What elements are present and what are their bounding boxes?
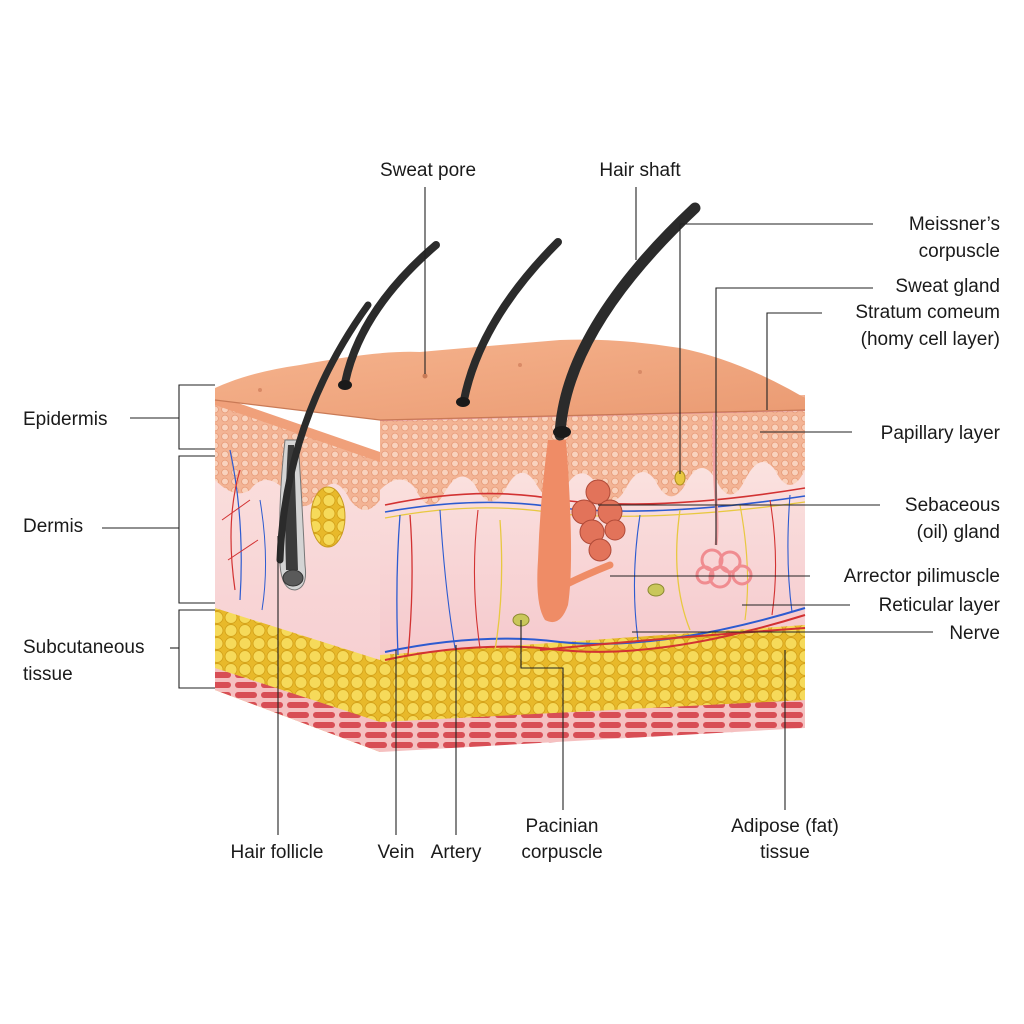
front-face (379, 384, 806, 752)
sebaceous-gland (571, 479, 626, 562)
side-fat-lobule (310, 486, 346, 548)
hair-2 (341, 241, 440, 387)
label-pacinian-1: Pacinian (526, 816, 599, 837)
sweat-pore (422, 373, 428, 379)
hairs (276, 202, 701, 564)
label-sweat-gland: Sweat gland (895, 276, 1000, 297)
hair-shaft-main (554, 202, 701, 441)
label-stratum-2: (homy cell layer) (861, 329, 1000, 350)
label-artery: Artery (431, 842, 482, 863)
label-sebaceous-2: (oil) gland (917, 522, 1000, 543)
arrector-muscle (561, 561, 614, 589)
hair-1 (276, 301, 372, 564)
label-adipose-2: tissue (760, 842, 810, 863)
label-subcutaneous-2: tissue (23, 664, 73, 685)
label-subcutaneous-1: Subcutaneous (23, 637, 145, 658)
leader-lines (102, 187, 933, 835)
label-epidermis: Epidermis (23, 409, 107, 430)
label-nerve: Nerve (949, 623, 1000, 644)
stratum-corneum-top (215, 339, 805, 420)
fat-front (380, 625, 805, 725)
label-arrector: Arrector pilimuscle (844, 566, 1000, 587)
hair-follicle-front (537, 440, 572, 623)
label-meissner-1: Meissner’s (909, 214, 1000, 235)
side-face (215, 395, 380, 752)
top-face (214, 339, 806, 421)
sweat-gland-coil (695, 548, 753, 589)
label-papillary: Papillary layer (881, 423, 1001, 444)
label-vein: Vein (378, 842, 415, 863)
label-stratum-1: Stratum comeum (855, 302, 1000, 323)
side-muscle (215, 668, 380, 752)
label-pacinian-2: corpuscle (521, 842, 602, 863)
epidermis-front (380, 395, 805, 506)
label-dermis: Dermis (23, 516, 83, 537)
label-hair-follicle: Hair follicle (231, 842, 324, 863)
label-sweat-pore: Sweat pore (380, 160, 476, 181)
label-sebaceous-1: Sebaceous (905, 495, 1000, 516)
side-hair-follicle (279, 439, 306, 591)
label-meissner-2: corpuscle (919, 241, 1000, 262)
label-reticular: Reticular layer (879, 595, 1001, 616)
label-hair-shaft: Hair shaft (599, 160, 681, 181)
hair-3 (460, 238, 562, 404)
labels: Sweat pore Hair shaft Meissner’s corpusc… (23, 160, 1001, 863)
muscle-front (380, 700, 805, 752)
label-adipose-1: Adipose (fat) (731, 816, 839, 837)
